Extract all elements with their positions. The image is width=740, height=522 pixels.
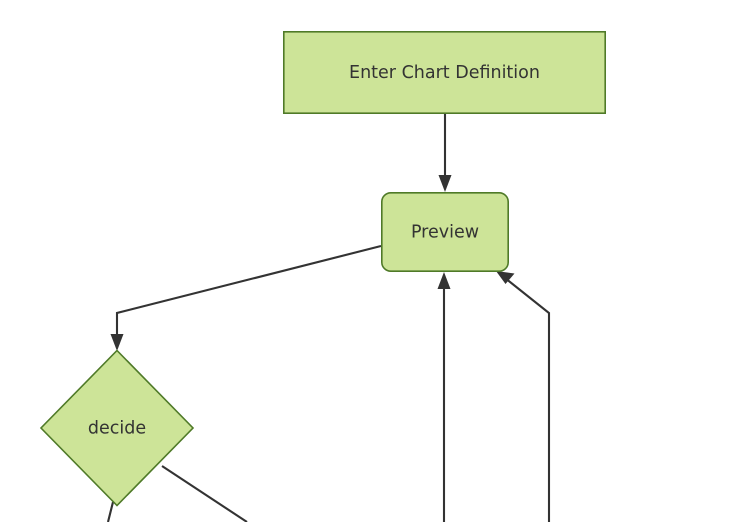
node-shape-diamond[interactable] <box>39 349 195 507</box>
edge-center-to-preview <box>437 272 451 522</box>
node-label-decide: decide <box>88 419 146 439</box>
node-enter-chart-definition[interactable]: Enter Chart Definition <box>282 30 606 115</box>
edge-preview-to-decide <box>110 244 382 351</box>
node-label-enter-chart-definition: Enter Chart Definition <box>349 63 540 83</box>
node-shape-rectangle[interactable] <box>282 30 606 115</box>
node-shape-rounded-rectangle[interactable] <box>380 192 509 273</box>
arrowhead-upleft-icon <box>496 271 515 284</box>
edge-line <box>106 501 115 522</box>
edge-decide-left-out <box>106 501 115 522</box>
edge-line <box>115 244 382 339</box>
arrowhead-down-icon <box>110 334 124 351</box>
edge-enter-to-preview <box>438 114 452 192</box>
node-label-preview: Preview <box>411 223 479 243</box>
edge-line <box>161 465 248 522</box>
node-decide[interactable]: decide <box>39 349 195 507</box>
edge-line <box>504 277 551 522</box>
edge-decide-right-out <box>161 465 248 522</box>
arrowhead-up-icon <box>437 272 451 289</box>
node-preview[interactable]: Preview <box>380 192 509 273</box>
edge-right-to-preview <box>496 271 551 522</box>
arrowhead-down-icon <box>438 175 452 192</box>
